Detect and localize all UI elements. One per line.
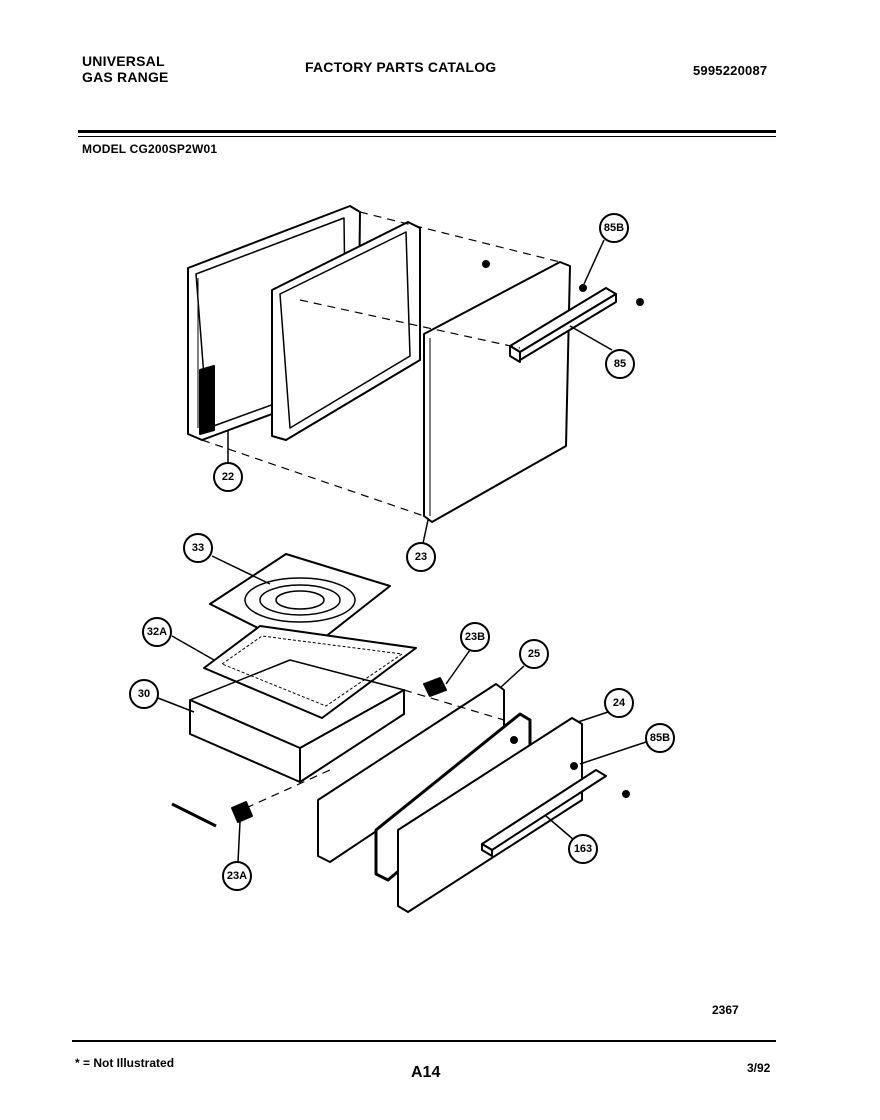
drawer-front-panel-part [397,717,583,913]
svg-text:22: 22 [222,471,234,483]
callout-23A: 23A [222,861,252,891]
svg-text:23A: 23A [227,870,247,882]
callout-85B-top: 85B [599,213,629,243]
door-liner-part [271,221,421,441]
callout-24: 24 [604,688,634,718]
brand-line-1: UNIVERSAL [82,53,165,69]
callout-163: 163 [568,834,598,864]
svg-text:32A: 32A [147,626,167,638]
callout-30: 30 [129,679,159,709]
callout-85: 85 [605,349,635,379]
header-rule-thin [78,136,776,137]
svg-text:24: 24 [613,697,626,709]
date-code: 3/92 [747,1061,771,1075]
screw-icon [579,284,587,292]
callout-23: 23 [406,542,436,572]
callout-32A: 32A [142,617,172,647]
screw-icon [636,298,644,306]
svg-text:33: 33 [192,542,204,554]
screw-icon [482,260,490,268]
outer-door-panel-part [423,261,571,523]
svg-text:85: 85 [614,358,626,370]
callout-85B-bottom: 85B [645,723,675,753]
svg-text:25: 25 [528,648,540,660]
svg-text:85B: 85B [604,222,624,234]
screw-icon [570,762,578,770]
page-identifier: A14 [411,1064,441,1081]
screw-icon [510,736,518,744]
door-handle-part [509,287,617,363]
screw-icon [622,790,630,798]
catalog-title: FACTORY PARTS CATALOG [305,59,497,75]
header-rule-thick [78,130,776,133]
catalog-part-number: 5995220087 [693,63,768,78]
drawer-body-part [189,659,405,783]
callout-25: 25 [519,639,549,669]
svg-text:163: 163 [574,843,592,855]
brand-line-2: GAS RANGE [82,69,169,85]
alignment-lines [201,211,561,809]
drawer-handle-part [481,769,607,857]
footer-rule [72,1040,776,1042]
broiler-pan-part [203,625,417,719]
model-number: MODEL CG200SP2W01 [82,142,218,156]
svg-text:23: 23 [415,551,427,563]
svg-text:30: 30 [138,688,150,700]
svg-text:85B: 85B [650,732,670,744]
svg-text:23B: 23B [465,631,485,643]
not-illustrated-note: * = Not Illustrated [75,1056,175,1070]
callout-33: 33 [183,533,213,563]
diagram-number: 2367 [712,1003,739,1017]
callout-23B: 23B [460,622,490,652]
callout-22: 22 [213,462,243,492]
